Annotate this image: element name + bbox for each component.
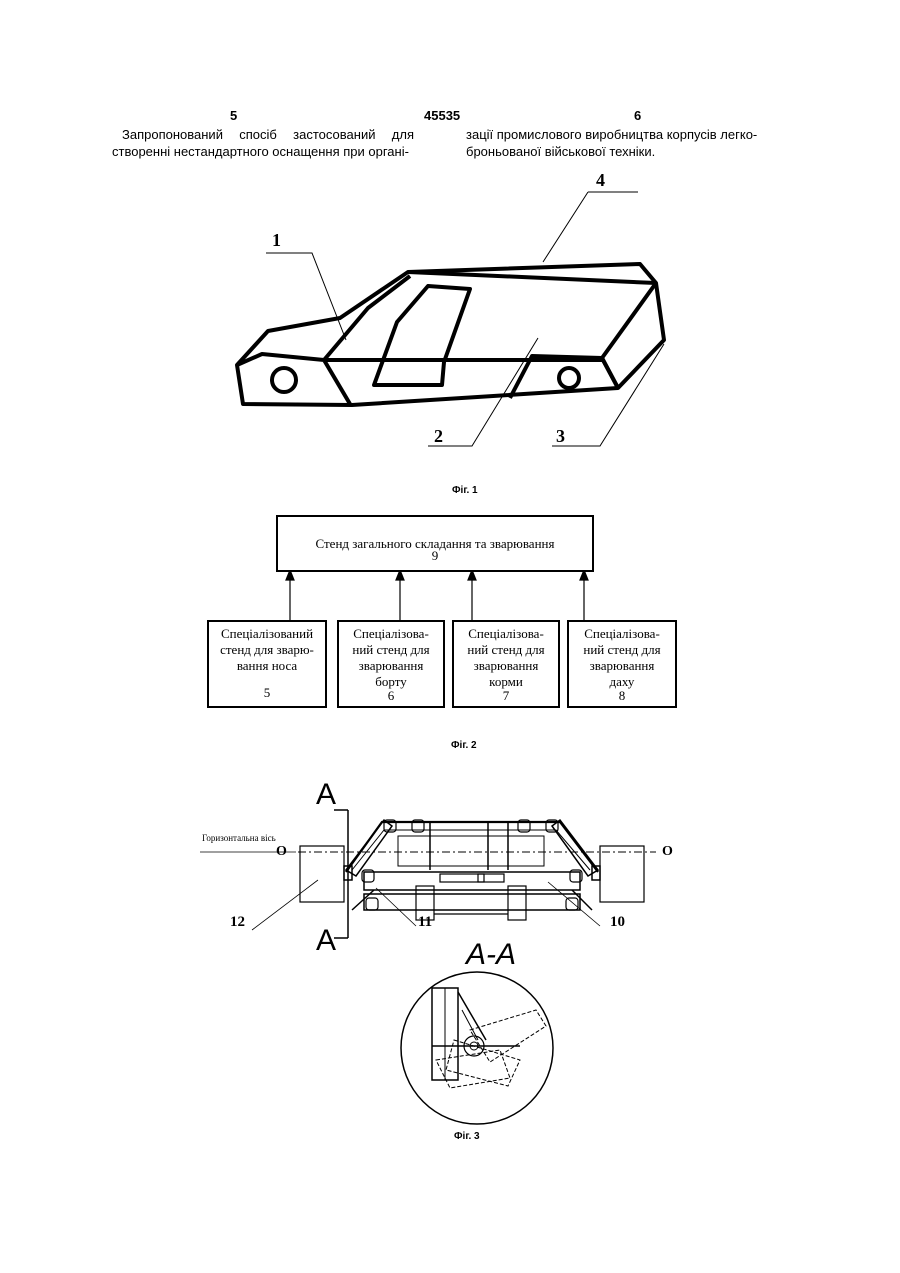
box-label: Спеціалізова- ний стенд для зварювання к… [454,622,558,690]
section-mark-top: A [316,778,336,812]
rotator-left [300,846,344,902]
side-window [374,286,470,385]
box-label-line: ний стенд для [467,642,544,657]
box-label: Спеціалізова- ний стенд для зварювання д… [569,622,675,690]
axis-label: Горизонтальна вісь [202,833,276,843]
callout-10: 10 [610,914,625,931]
box-number: 5 [209,685,325,701]
section-title: A-A [466,938,516,972]
rotator-right [600,846,644,902]
callout-3: 3 [556,426,565,447]
section-mark-bottom: A [316,924,336,958]
main-stand-box: Стенд загального складання та зварювання… [276,515,594,572]
box-label-line: Спеціалізований [221,626,313,641]
front-wheel [272,368,296,392]
box-label-line: борту [375,674,406,689]
box-number: 7 [454,688,558,704]
stand-box-stern: Спеціалізова- ний стенд для зварювання к… [452,620,560,708]
box-label-line: стенд для зварю- [220,642,314,657]
box-label-line: Спеціалізова- [353,626,429,641]
box-label-line: зварювання [359,658,424,673]
leader-12 [252,880,318,930]
box-label-line: ний стенд для [352,642,429,657]
box-number: 8 [569,688,675,704]
box-label: Спеціалізова- ний стенд для зварювання б… [339,622,443,690]
box-number: 9 [278,548,592,564]
figure-3-drawing [200,810,656,1124]
roof-edge [408,272,656,283]
leader-10 [548,882,600,926]
stand-box-nose: Спеціалізований стенд для зварю- вання н… [207,620,327,708]
box-label-line: даху [610,674,635,689]
box-label-line: корми [489,674,523,689]
callout-11: 11 [418,914,432,931]
box-number: 6 [339,688,443,704]
box-label-line: Спеціалізова- [584,626,660,641]
stand-box-side: Спеціалізова- ний стенд для зварювання б… [337,620,445,708]
axis-mark-left: O [276,844,287,860]
callout-1: 1 [272,230,281,251]
callout-12: 12 [230,914,245,931]
box-label-line: вання носа [237,658,297,673]
leader-4 [543,192,638,262]
figure-2-caption: Фіг. 2 [451,740,477,751]
box-label: Спеціалізований стенд для зварю- вання н… [209,622,325,674]
leader-2 [428,338,538,446]
figure-1-caption: Фіг. 1 [452,485,478,496]
figure-3-caption: Фіг. 3 [454,1131,480,1142]
callout-2: 2 [434,426,443,447]
leader-1 [266,253,346,340]
box-label-line: ний стенд для [583,642,660,657]
rear-wheel [559,368,579,388]
figure-2-arrows [286,570,588,622]
axis-mark-right: O [662,844,673,860]
stand-box-roof: Спеціалізова- ний стенд для зварювання д… [567,620,677,708]
box-label: Стенд загального складання та зварювання [278,517,592,552]
callout-4: 4 [596,170,605,191]
hull-outline [237,264,664,405]
box-label-line: Спеціалізова- [468,626,544,641]
box-label-line: зварювання [474,658,539,673]
box-label-line: зварювання [590,658,655,673]
